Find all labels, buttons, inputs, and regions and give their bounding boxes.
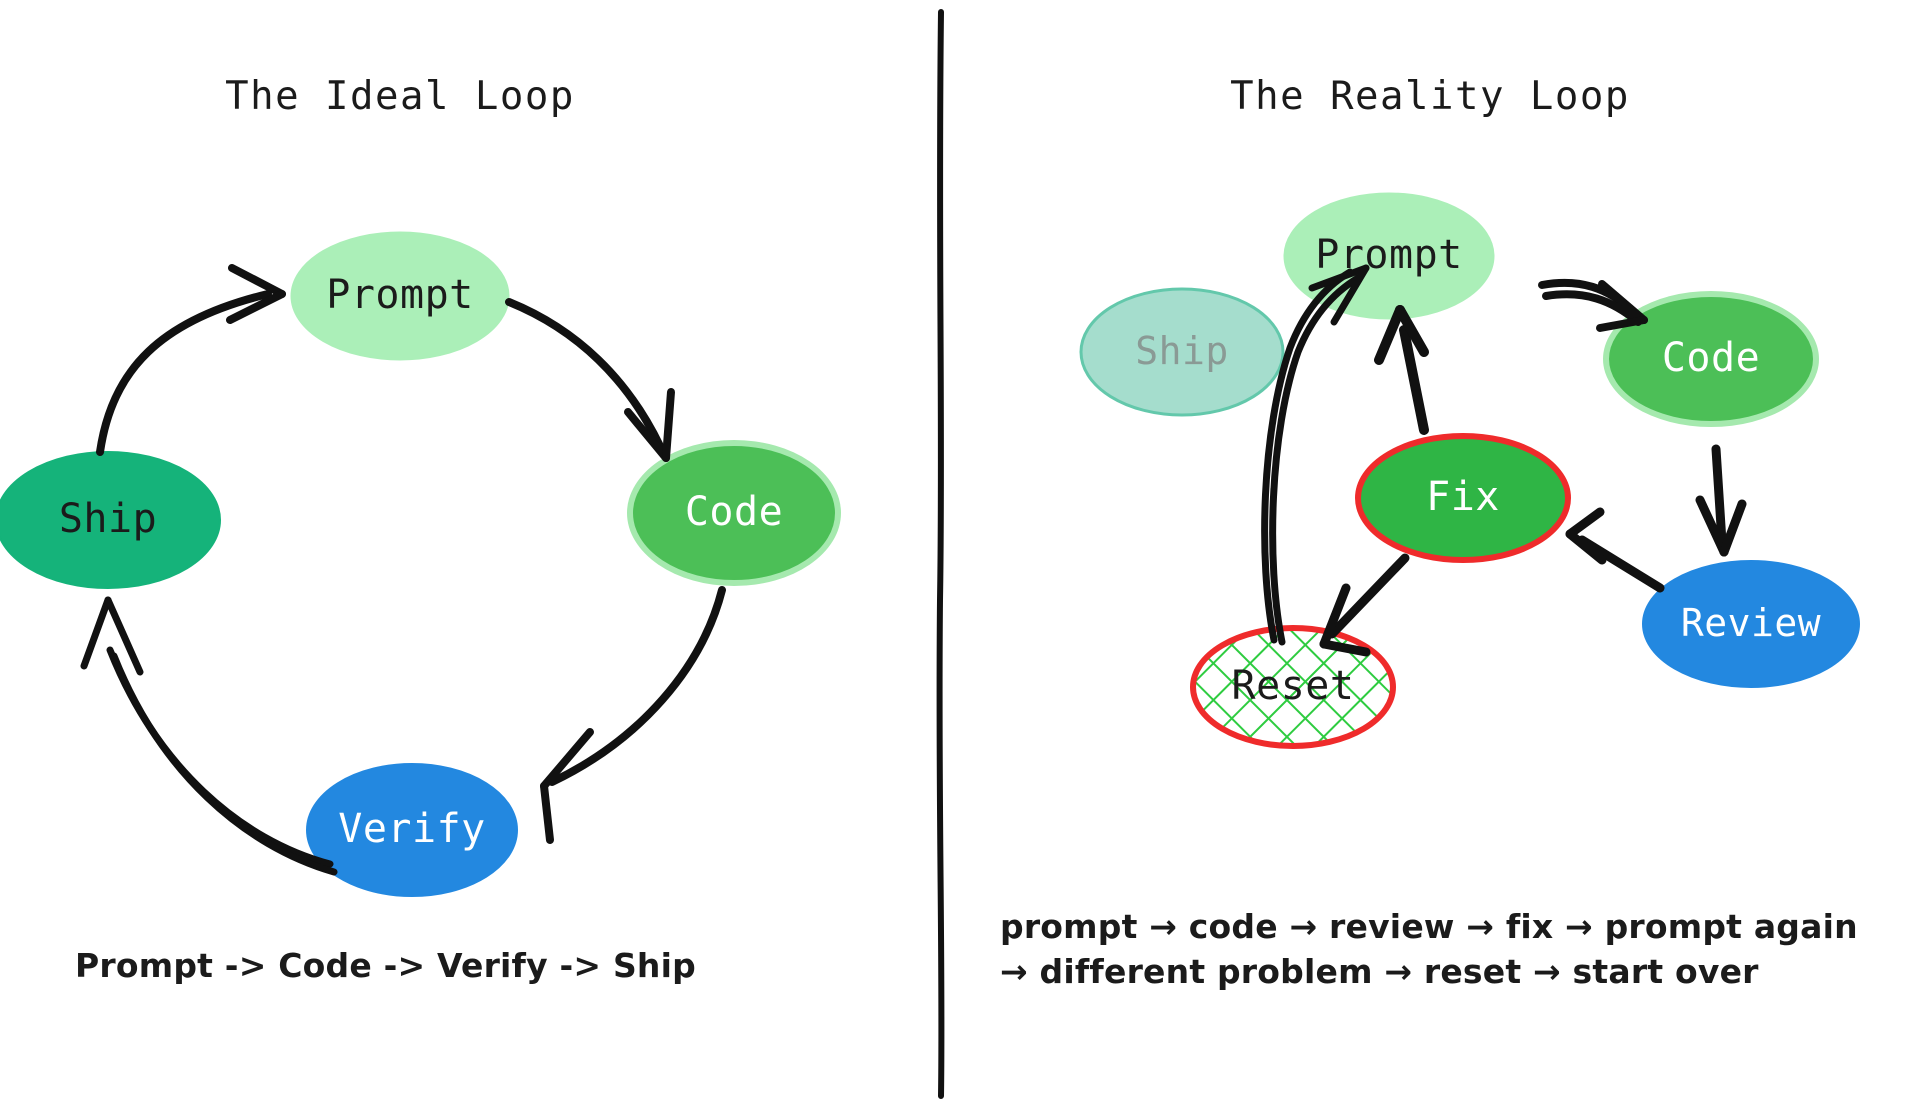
- left-panel-caption: Prompt -> Code -> Verify -> Ship: [75, 946, 696, 985]
- edge-ideal-prompt-to-code: [505, 298, 675, 462]
- node-ideal-code[interactable]: [633, 446, 835, 580]
- right-panel-title: The Reality Loop: [1230, 74, 1630, 119]
- node-reality-fix[interactable]: [1355, 433, 1571, 563]
- edge-reality-reset-to-prompt: [1261, 264, 1370, 646]
- edge-ideal-verify-to-ship: [80, 596, 338, 876]
- left-panel-title: The Ideal Loop: [225, 74, 575, 119]
- node-reality-code[interactable]: [1609, 297, 1813, 421]
- edge-reality-fix-to-prompt: [1374, 305, 1429, 435]
- node-reality-ship[interactable]: [1079, 287, 1285, 417]
- node-ideal-prompt[interactable]: [290, 231, 510, 361]
- node-ideal-ship[interactable]: [0, 451, 221, 589]
- panel-divider: [936, 9, 945, 1099]
- edge-reality-review-to-fix: [1565, 507, 1665, 593]
- node-reality-prompt[interactable]: [1283, 192, 1495, 320]
- node-reality-review[interactable]: [1642, 560, 1860, 688]
- edge-reality-code-to-review: [1695, 444, 1747, 557]
- edge-reality-fix-to-reset: [1319, 553, 1410, 657]
- edge-ideal-ship-to-prompt: [96, 264, 286, 456]
- node-ideal-verify[interactable]: [306, 763, 518, 897]
- edge-reality-prompt-to-code: [1538, 278, 1648, 332]
- node-reality-reset[interactable]: [1190, 625, 1396, 749]
- right-caption-line-2: → different problem → reset → start over: [1000, 951, 1759, 991]
- right-caption-line-1: prompt → code → review → fix → prompt ag…: [1000, 907, 1858, 946]
- edge-ideal-code-to-verify: [540, 586, 726, 844]
- right-panel-caption: prompt → code → review → fix → prompt ag…: [1000, 905, 1920, 994]
